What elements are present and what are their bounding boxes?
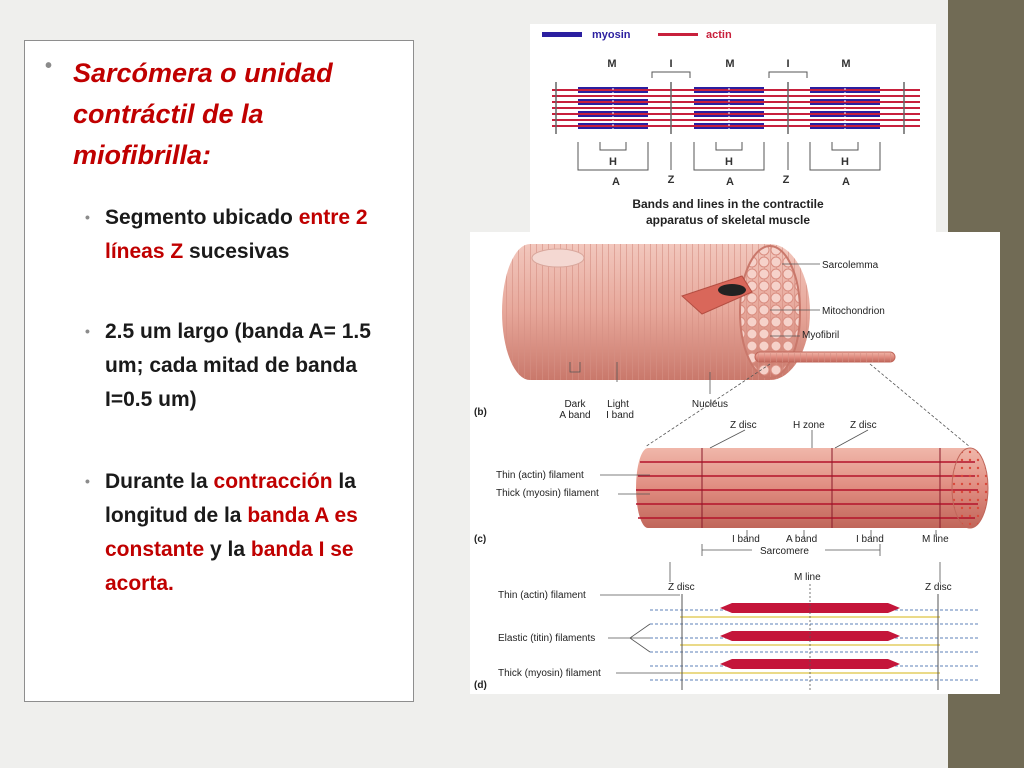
a-band-label-c: A band (786, 534, 817, 545)
panel-c-label: (c) (474, 534, 486, 545)
h-label: H (609, 156, 617, 168)
bullet-1: Segmento ubicado entre 2 líneas Z sucesi… (105, 201, 410, 269)
sarcomere-band-diagram: myosin actin M I M I M H H H A Z A Z A (530, 24, 936, 234)
myosin-legend-label: myosin (592, 29, 631, 41)
bullet-1-part-1: Segmento ubicado (105, 206, 299, 229)
leader-lines-c (600, 429, 941, 582)
light-band-label: Light (607, 399, 629, 410)
bullet-dot: • (85, 209, 90, 225)
z-lines (555, 82, 905, 134)
bullet-3-part-6: banda I se acorta. (105, 538, 354, 595)
m-label: M (725, 58, 734, 70)
a-label: A (612, 176, 620, 188)
sarcomere-detail (650, 584, 980, 690)
h-label: H (841, 156, 849, 168)
bullet-3-part-4: banda A es constante (105, 504, 358, 561)
panel-b-label: (b) (474, 407, 487, 418)
a-label: A (726, 176, 734, 188)
leader-lines-d (600, 594, 680, 674)
i-bracket (651, 71, 691, 78)
elastic-filaments-label: Elastic (titin) filaments (498, 633, 595, 644)
i-label: I (786, 58, 789, 70)
z-disc-label-d-left: Z disc (668, 582, 695, 593)
m-line-label-c: M line (922, 534, 949, 545)
m-lines (612, 84, 846, 132)
slide-title: Sarcómera o unidad contráctil de la miof… (73, 58, 333, 170)
m-label: M (841, 58, 850, 70)
i-band-label: I band (606, 410, 634, 421)
text-box: • Sarcómera o unidad contráctil de la mi… (24, 40, 414, 702)
bullet-3-part-3: la longitud de la (105, 470, 356, 527)
a-band-label: A band (559, 410, 590, 421)
z-label: Z (783, 174, 790, 186)
i-bracket (768, 71, 808, 78)
leader-lines-b (569, 263, 820, 394)
bullet-1-part-2: entre 2 líneas Z (105, 206, 368, 263)
thick-filament-label-c: Thick (myosin) filament (496, 488, 599, 499)
i-band-label-c-right: I band (856, 534, 884, 545)
h-label: H (725, 156, 733, 168)
bullet-2-part-1: 2.5 um largo (banda A= 1.5 um; cada mita… (105, 320, 371, 411)
bullet-3: Durante la contracción la longitud de la… (105, 465, 410, 601)
myofibril-segment (636, 447, 989, 529)
z-label: Z (668, 174, 675, 186)
mitochondrion-label: Mitochondrion (822, 306, 885, 317)
nucleus-label: Nucleus (692, 399, 728, 410)
thin-filament-label-d: Thin (actin) filament (498, 590, 586, 601)
m-line-label-d: M line (794, 572, 821, 583)
bullet-2: 2.5 um largo (banda A= 1.5 um; cada mita… (105, 315, 410, 417)
dark-band-label: Dark (564, 399, 586, 410)
z-disc-label-d-right: Z disc (925, 582, 952, 593)
thin-filament-label-c: Thin (actin) filament (496, 470, 584, 481)
thick-filament-label-d: Thick (myosin) filament (498, 668, 601, 679)
actin-legend-swatch (658, 33, 698, 36)
myosin-legend-swatch (542, 32, 582, 37)
i-band-label-c-left: I band (732, 534, 760, 545)
sarcolemma-label: Sarcolemma (822, 260, 879, 271)
caption-line-2: apparatus of skeletal muscle (646, 213, 810, 227)
panel-d-label: (d) (474, 680, 487, 691)
bullet-dot: • (85, 323, 90, 339)
bullet-3-part-2: contracción (213, 470, 333, 493)
i-label: I (669, 58, 672, 70)
bullet-dot: • (45, 55, 53, 77)
z-disc-label-c-right: Z disc (850, 420, 877, 431)
bullet-dot: • (85, 473, 90, 489)
myofibril-label: Myofibril (802, 330, 839, 341)
muscle-structure-diagram: Sarcolemma Mitochondrion Myofibril Dark … (470, 232, 1000, 694)
sarcomere-label: Sarcomere (760, 546, 809, 557)
band-brackets (577, 142, 881, 171)
actin-legend-label: actin (706, 29, 732, 41)
h-zone-label: H zone (793, 420, 825, 431)
bullet-3-part-1: Durante la (105, 470, 214, 493)
m-label: M (607, 58, 616, 70)
a-label: A (842, 176, 850, 188)
z-disc-label-c-left: Z disc (730, 420, 757, 431)
actin-filaments (552, 89, 920, 127)
muscle-fiber (502, 244, 896, 380)
bullet-1-part-3: sucesivas (183, 240, 290, 263)
zoom-lines (644, 363, 971, 448)
caption-line-1: Bands and lines in the contractile (632, 197, 824, 211)
bullet-3-part-5: y la (204, 538, 251, 561)
